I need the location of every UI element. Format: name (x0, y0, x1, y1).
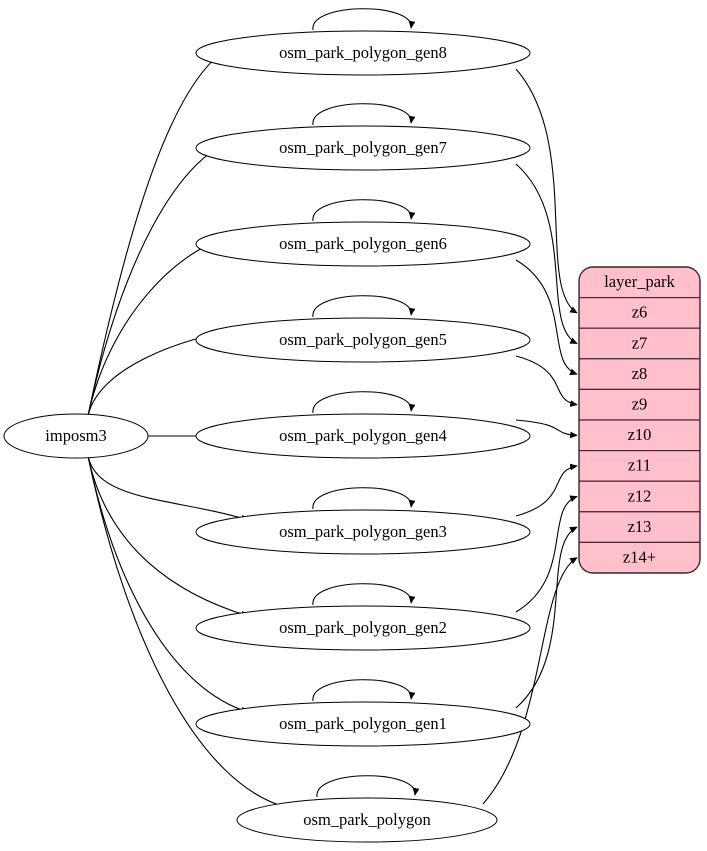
node-gen1[interactable]: osm_park_polygon_gen1 (195, 701, 531, 747)
table-row-label-z12: z12 (628, 486, 652, 505)
node-gen2-label: osm_park_polygon_gen2 (279, 618, 447, 637)
table-header-label: layer_park (604, 272, 675, 291)
self-loop-gen6 (312, 199, 411, 222)
self-loop-gen7 (312, 103, 411, 126)
edge-imposm3-to-base (87, 455, 289, 808)
table-row-z7[interactable] (579, 327, 700, 360)
edge-gen8-to-z6 (515, 68, 577, 314)
edge-imposm3-to-gen7 (87, 136, 248, 417)
edge-gen7-to-z7 (515, 163, 577, 344)
table-row-label-z7: z7 (632, 333, 648, 352)
node-gen2[interactable]: osm_park_polygon_gen2 (195, 605, 531, 651)
node-gen3[interactable]: osm_park_polygon_gen3 (195, 509, 531, 555)
node-imposm3-shape[interactable] (3, 413, 149, 459)
table-row-label-z14+: z14+ (623, 547, 656, 566)
edge-gen1-to-z13 (515, 526, 577, 709)
table-row-label-z10: z10 (628, 425, 652, 444)
self-loop-gen1 (312, 679, 411, 702)
table-row-z9[interactable] (579, 388, 700, 421)
table-row-label-z8: z8 (632, 364, 648, 383)
node-gen5[interactable]: osm_park_polygon_gen5 (195, 317, 531, 363)
node-imposm3[interactable]: imposm3 (3, 413, 149, 459)
node-gen8[interactable]: osm_park_polygon_gen8 (195, 30, 531, 76)
node-gen4-shape[interactable] (195, 413, 531, 459)
nodes-layer: imposm3 osm_park_polygon_gen8 osm_park_pol… (3, 30, 531, 843)
node-gen8-label: osm_park_polygon_gen8 (279, 43, 447, 62)
table-row-z12[interactable] (579, 480, 700, 513)
node-gen5-shape[interactable] (195, 317, 531, 363)
edges-layer (87, 8, 577, 808)
node-gen7-label: osm_park_polygon_gen7 (279, 138, 447, 157)
table-row-z11[interactable] (579, 450, 700, 482)
edge-imposm3-to-gen2 (87, 455, 248, 616)
table-outline (578, 266, 701, 574)
node-imposm3-label: imposm3 (45, 426, 106, 445)
table-row-label-z6: z6 (632, 303, 648, 322)
node-gen7[interactable]: osm_park_polygon_gen7 (195, 125, 531, 171)
node-base-label: osm_park_polygon (303, 810, 430, 829)
table-row-label-z13: z13 (628, 517, 652, 536)
table-row-label-z11: z11 (628, 456, 651, 475)
self-loop-gen5 (312, 295, 411, 318)
edge-imposm3-to-gen8 (87, 41, 248, 417)
node-gen1-label: osm_park_polygon_gen1 (279, 714, 447, 733)
table-row-z10[interactable] (579, 419, 700, 452)
node-gen6[interactable]: osm_park_polygon_gen6 (195, 221, 531, 267)
node-base[interactable]: osm_park_polygon (236, 797, 498, 843)
self-loop-base (316, 775, 415, 798)
edge-gen4-to-z10 (515, 419, 577, 435)
node-gen2-shape[interactable] (195, 605, 531, 651)
self-loop-gen3 (312, 487, 411, 510)
edge-gen2-to-z12 (515, 497, 577, 613)
table-row-label-z9: z9 (632, 394, 648, 413)
edge-imposm3-to-gen1 (87, 455, 248, 712)
node-gen3-shape[interactable] (195, 509, 531, 555)
node-gen4[interactable]: osm_park_polygon_gen4 (195, 413, 531, 459)
node-gen7-shape[interactable] (195, 125, 531, 171)
node-gen4-label: osm_park_polygon_gen4 (279, 426, 447, 445)
edge-gen3-to-z11 (515, 466, 577, 517)
table-row-z14+[interactable] (579, 541, 700, 573)
node-base-shape[interactable] (236, 797, 498, 843)
node-gen1-shape[interactable] (195, 701, 531, 747)
self-loop-gen2 (312, 583, 411, 606)
node-gen3-label: osm_park_polygon_gen3 (279, 522, 447, 541)
node-gen6-label: osm_park_polygon_gen6 (279, 234, 447, 253)
self-loop-gen4 (312, 391, 411, 414)
layer-park-table: layer_park z6 z7 z8 z9 z10 z11 z12 z13 z14+ (578, 266, 701, 574)
table-row-z13[interactable] (579, 511, 700, 543)
edge-base-to-z14+ (482, 557, 577, 805)
node-gen8-shape[interactable] (195, 30, 531, 76)
node-gen5-label: osm_park_polygon_gen5 (279, 330, 447, 349)
node-gen6-shape[interactable] (195, 221, 531, 267)
edge-gen6-to-z8 (515, 259, 577, 374)
self-loop-gen8 (312, 8, 411, 31)
edge-gen5-to-z9 (515, 355, 577, 405)
edge-imposm3-to-gen3 (87, 455, 248, 520)
